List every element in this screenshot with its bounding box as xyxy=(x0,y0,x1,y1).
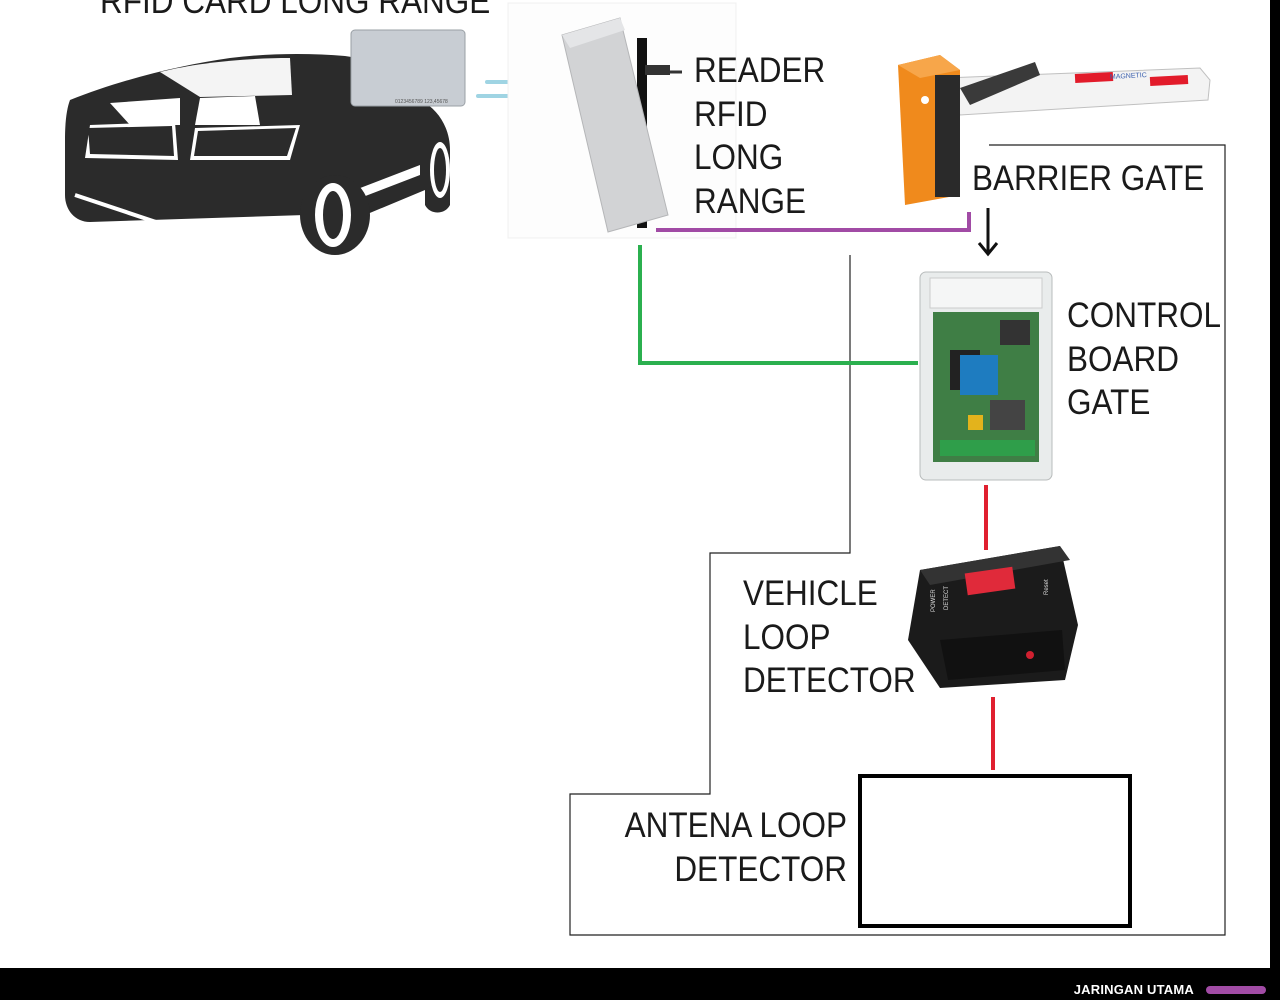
rfid-card-icon: 0123456789 123,45678 xyxy=(350,29,466,107)
gate-system-diagram: 0123456789 123,45678 MAGNETIC xyxy=(65,2,1226,936)
detector-detect-label: DETECT xyxy=(944,586,950,610)
reader-label-line: LONG xyxy=(694,138,784,177)
enclosure-outline xyxy=(569,144,1226,936)
barrier-gate-icon: MAGNETIC xyxy=(898,55,1211,205)
reader-label-line: READER xyxy=(694,51,826,90)
rfid-card-label: RFID CARD LONG RANGE xyxy=(100,0,490,24)
control-board-icon xyxy=(919,271,1053,481)
reader-to-board-line xyxy=(638,245,918,365)
arrow-down-icon xyxy=(977,208,999,257)
rfid-reader-icon xyxy=(507,2,737,239)
legend-label: JARINGAN UTAMA xyxy=(1073,982,1194,997)
reader-label-line: RFID xyxy=(694,94,768,134)
control-board-label-line: BOARD xyxy=(1067,339,1180,379)
vehicle-loop-label: VEHICLE LOOP DETECTOR xyxy=(743,572,916,703)
card-number: 0123456789 123,45678 xyxy=(395,99,448,105)
vehicle-loop-label-line: VEHICLE xyxy=(743,574,878,613)
barrier-gate-label: BARRIER GATE xyxy=(972,157,1204,201)
detector-power-label: POWER xyxy=(931,589,937,612)
vehicle-loop-detector-icon: POWER DETECT Reset xyxy=(908,546,1078,688)
control-board-label-line: CONTROL xyxy=(1067,296,1222,335)
vehicle-loop-label-line: DETECTOR xyxy=(743,661,916,700)
control-board-label: CONTROL BOARD GATE xyxy=(1067,294,1221,425)
reader-label: READER RFID LONG RANGE xyxy=(694,49,825,223)
right-edge-bar xyxy=(1270,0,1280,970)
barrier-gate-label-text: BARRIER GATE xyxy=(972,159,1205,198)
barrier-brand: MAGNETIC xyxy=(1110,72,1147,81)
rfid-card-label-text: RFID CARD LONG RANGE xyxy=(100,0,491,21)
detector-reset-label: Reset xyxy=(1044,579,1050,595)
reader-label-line: RANGE xyxy=(694,181,807,221)
legend-swatch xyxy=(1206,986,1266,994)
vehicle-loop-label-line: LOOP xyxy=(743,617,831,657)
legend-bar: JARINGAN UTAMA xyxy=(0,968,1280,1000)
control-board-label-line: GATE xyxy=(1067,383,1151,422)
antenna-loop-box xyxy=(858,774,1132,928)
main-network-line xyxy=(656,212,971,232)
antenna-loop-label-line: ANTENA LOOP xyxy=(624,806,847,845)
antenna-loop-label-line: DETECTOR xyxy=(674,849,847,889)
